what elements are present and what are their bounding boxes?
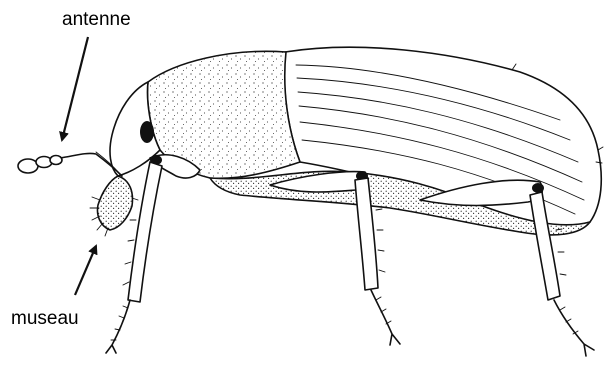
snout-label: museau	[11, 309, 79, 328]
snout-pointer-arrow	[75, 246, 96, 295]
antenna-label: antenne	[62, 10, 131, 29]
antenna-pointer-arrow	[62, 37, 88, 140]
snout	[90, 176, 132, 236]
eye	[140, 121, 154, 143]
antenna	[18, 152, 122, 176]
